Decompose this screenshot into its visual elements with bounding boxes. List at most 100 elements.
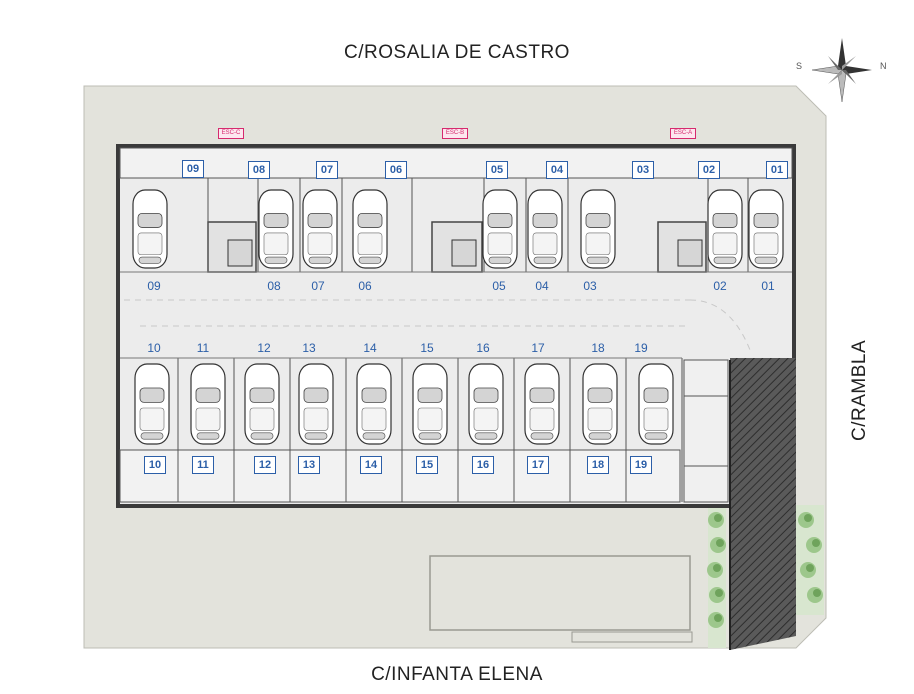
car-body xyxy=(302,189,338,269)
car-icon xyxy=(748,189,784,269)
car-rear-window xyxy=(250,432,274,440)
car-roof xyxy=(753,232,779,256)
car-windshield xyxy=(532,212,558,228)
car-icon xyxy=(707,189,743,269)
street-name-bottom: C/INFANTA ELENA xyxy=(371,664,543,685)
storage-number: 04 xyxy=(546,161,568,179)
car-icon xyxy=(132,189,168,269)
parking-number: 06 xyxy=(358,279,372,293)
parking-number: 04 xyxy=(535,279,549,293)
car-rear-window xyxy=(530,432,554,440)
car-icon xyxy=(412,363,448,445)
car-rear-window xyxy=(586,256,610,264)
parking-number: 08 xyxy=(267,279,281,293)
storage-number: 02 xyxy=(698,161,720,179)
garden-plants xyxy=(707,512,823,628)
parking-number: 05 xyxy=(492,279,506,293)
car-rear-window xyxy=(138,256,162,264)
car-icon xyxy=(580,189,616,269)
car-windshield xyxy=(139,387,165,403)
car-windshield xyxy=(712,212,738,228)
parking-number: 03 xyxy=(583,279,597,293)
car-rear-window xyxy=(418,432,442,440)
car-icon xyxy=(352,189,388,269)
car-body xyxy=(638,363,674,445)
parking-number: 16 xyxy=(476,341,490,355)
car-windshield xyxy=(137,212,163,228)
plant-leaf xyxy=(714,614,722,622)
car-body xyxy=(258,189,294,269)
car-rear-window xyxy=(358,256,382,264)
car-windshield xyxy=(303,387,329,403)
storage-number: 07 xyxy=(316,161,338,179)
access-ramp xyxy=(730,358,796,650)
car-roof xyxy=(249,407,275,431)
car-icon xyxy=(356,363,392,445)
car-roof xyxy=(361,407,387,431)
storage-number: 11 xyxy=(192,456,214,474)
car-rear-window xyxy=(754,256,778,264)
car-windshield xyxy=(195,387,221,403)
car-body xyxy=(524,363,560,445)
plant-leaf xyxy=(813,589,821,597)
car-body xyxy=(707,189,743,269)
car-roof xyxy=(643,407,669,431)
side-room-top xyxy=(683,359,729,397)
parked-cars xyxy=(132,189,784,445)
car-icon xyxy=(482,189,518,269)
stair-tag-b: ESC-B xyxy=(442,128,468,139)
car-windshield xyxy=(585,212,611,228)
parking-number: 10 xyxy=(147,341,161,355)
car-body xyxy=(580,189,616,269)
car-rear-window xyxy=(140,432,164,440)
storage-band-top xyxy=(119,147,793,179)
car-body xyxy=(134,363,170,445)
car-icon xyxy=(258,189,294,269)
car-windshield xyxy=(263,212,289,228)
storage-number: 06 xyxy=(385,161,407,179)
storage-number: 18 xyxy=(587,456,609,474)
storage-number: 15 xyxy=(416,456,438,474)
car-rear-window xyxy=(308,256,332,264)
storage-number: 01 xyxy=(766,161,788,179)
car-windshield xyxy=(249,387,275,403)
car-body xyxy=(482,189,518,269)
car-rear-window xyxy=(264,256,288,264)
car-windshield xyxy=(473,387,499,403)
car-rear-window xyxy=(588,432,612,440)
car-body xyxy=(132,189,168,269)
car-rear-window xyxy=(644,432,668,440)
storage-number: 13 xyxy=(298,456,320,474)
car-windshield xyxy=(417,387,443,403)
car-roof xyxy=(529,407,555,431)
plant-leaf xyxy=(806,564,814,572)
car-body xyxy=(527,189,563,269)
plant-leaf xyxy=(713,564,721,572)
plant-leaf xyxy=(812,539,820,547)
storage-number: 16 xyxy=(472,456,494,474)
car-roof xyxy=(587,407,613,431)
car-windshield xyxy=(361,387,387,403)
plant-leaf xyxy=(716,539,724,547)
car-body xyxy=(298,363,334,445)
car-windshield xyxy=(357,212,383,228)
parking-number: 02 xyxy=(713,279,727,293)
car-roof xyxy=(585,232,611,256)
storage-number: 17 xyxy=(527,456,549,474)
parking-number: 13 xyxy=(302,341,316,355)
car-rear-window xyxy=(304,432,328,440)
car-roof xyxy=(473,407,499,431)
car-roof xyxy=(139,407,165,431)
parking-number: 09 xyxy=(147,279,161,293)
car-body xyxy=(356,363,392,445)
car-icon xyxy=(468,363,504,445)
car-roof xyxy=(357,232,383,256)
car-rear-window xyxy=(488,256,512,264)
car-body xyxy=(582,363,618,445)
parking-number: 17 xyxy=(531,341,545,355)
car-icon xyxy=(244,363,280,445)
plant-leaf xyxy=(714,514,722,522)
plant-leaf xyxy=(715,589,723,597)
car-roof xyxy=(195,407,221,431)
